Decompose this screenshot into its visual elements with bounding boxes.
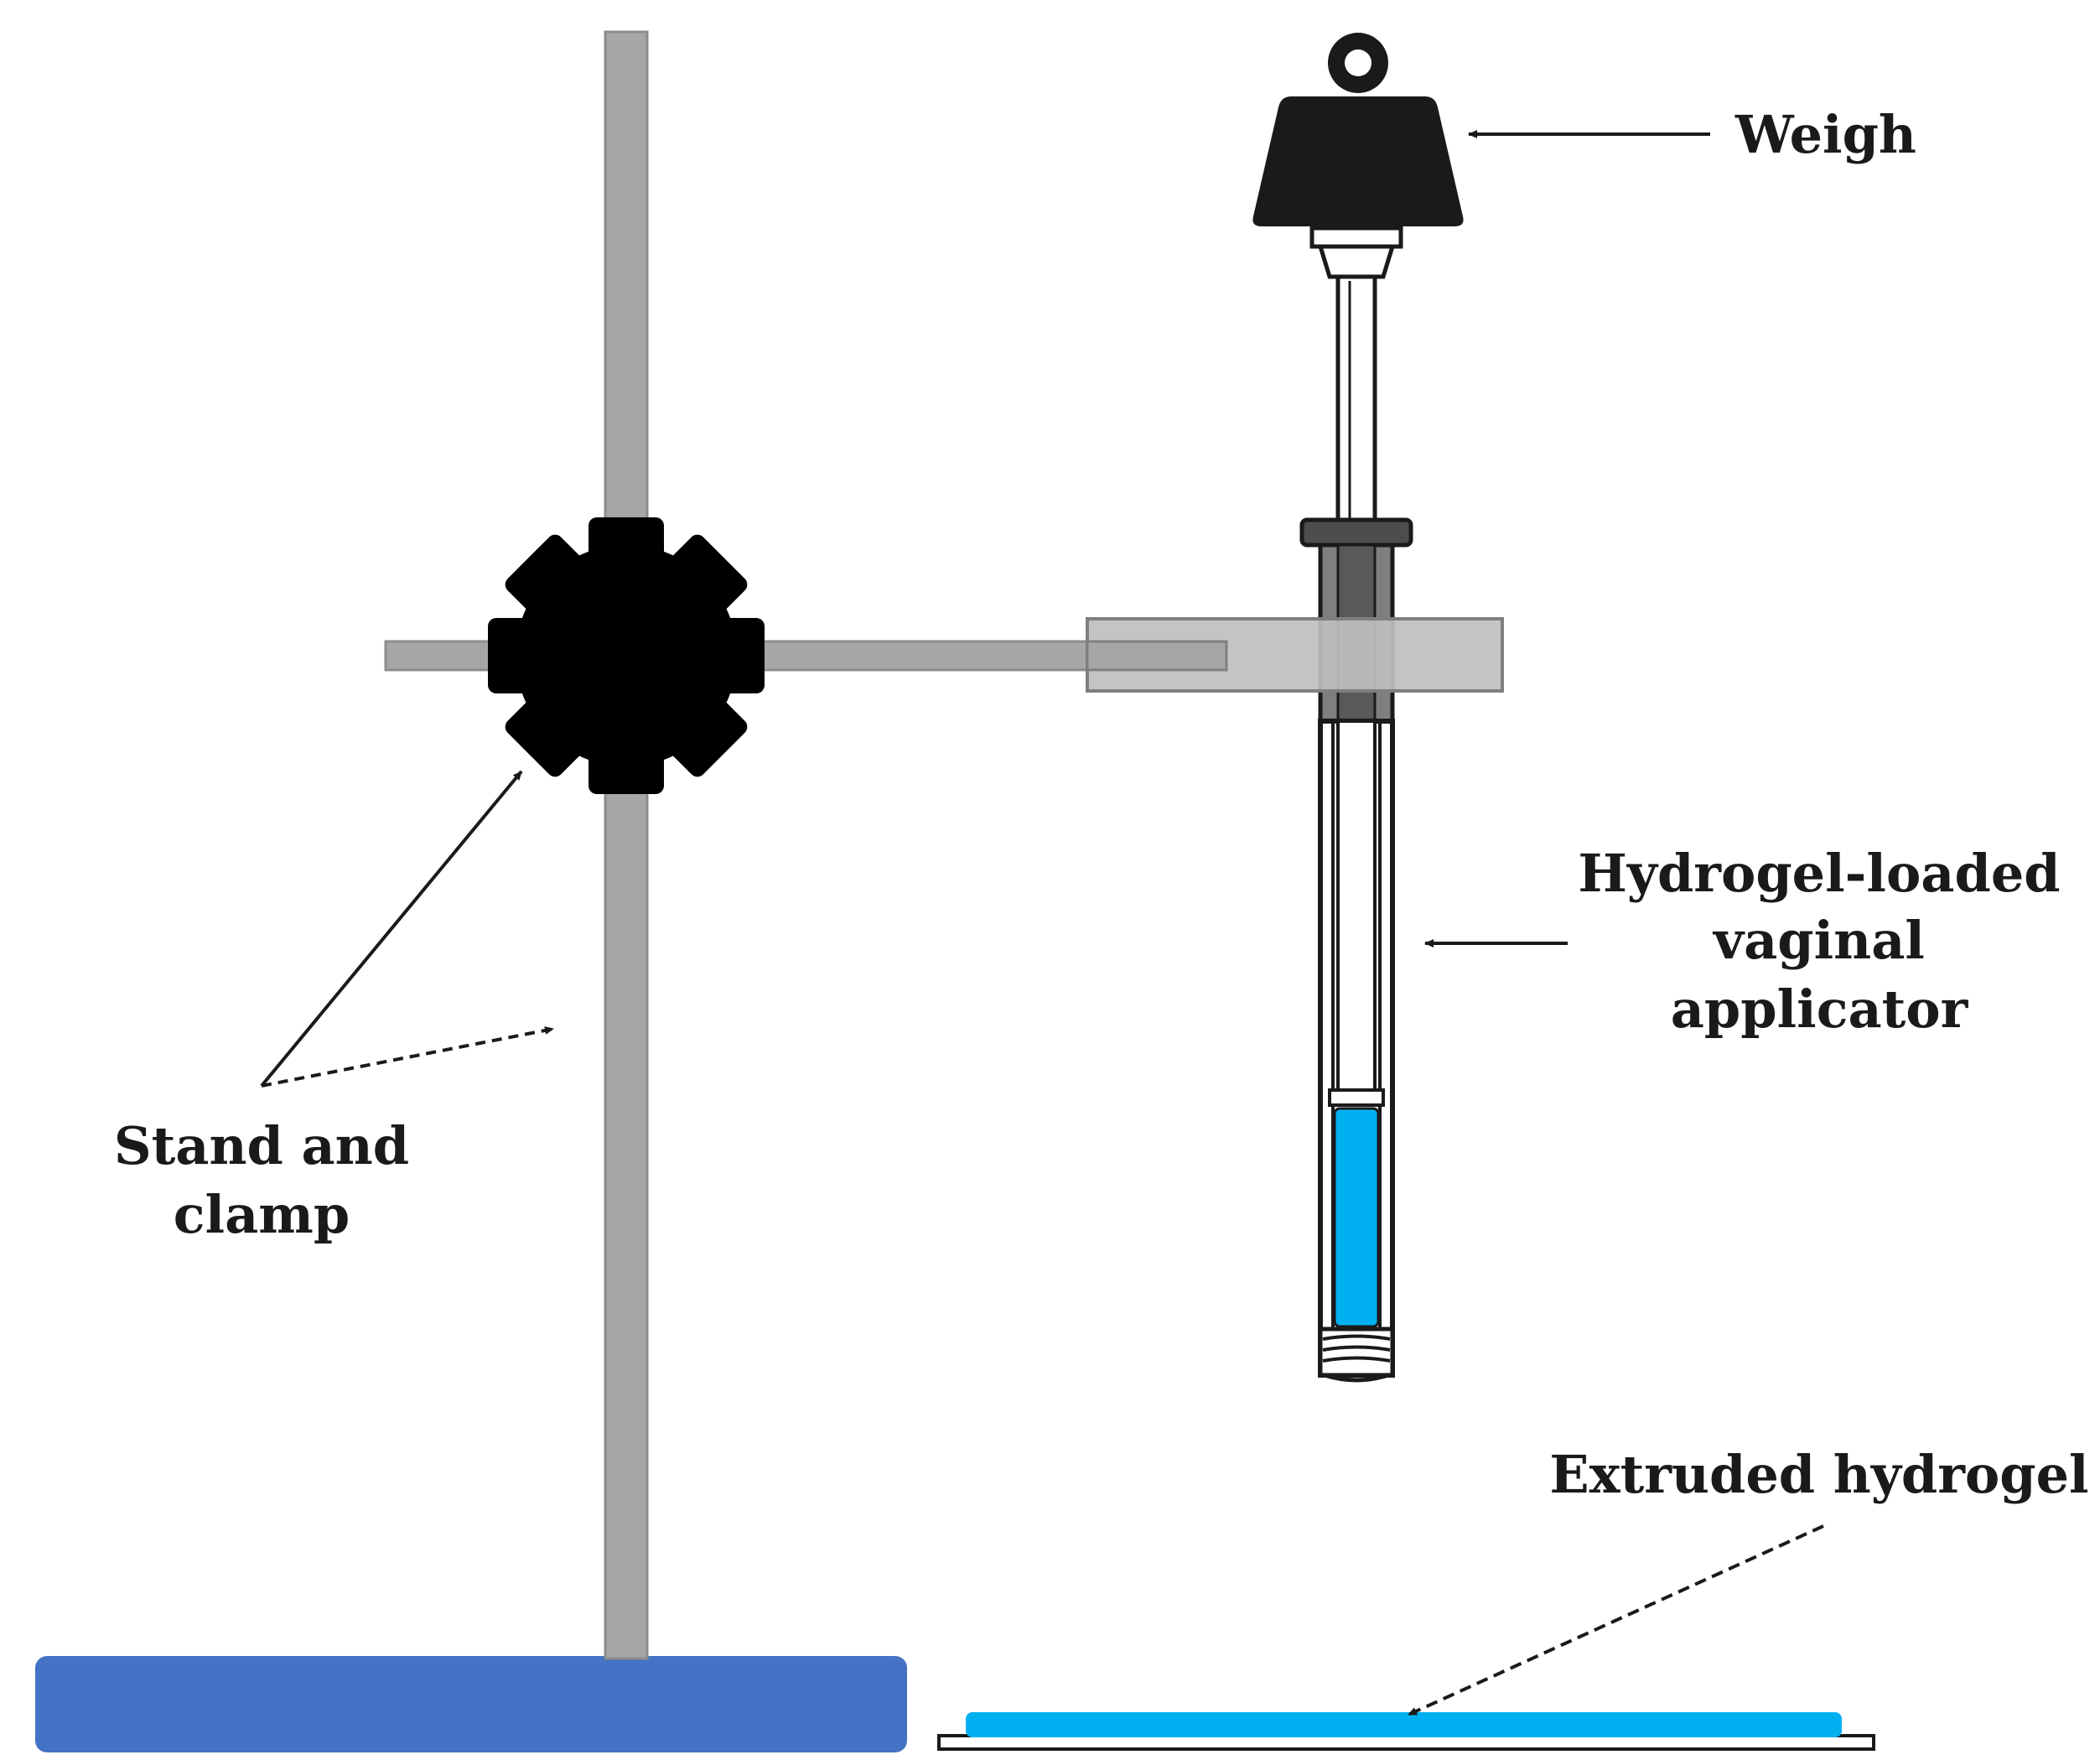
weight-icon <box>1252 33 1464 226</box>
stand-clamp-arrow-knob <box>260 770 523 1088</box>
gear-knob-icon <box>488 517 765 794</box>
stand-base <box>35 1656 907 1752</box>
plate <box>937 1734 1875 1751</box>
syringe-applicator-icon <box>1299 226 1413 1383</box>
stand-clamp-arrow-rod <box>261 1026 554 1088</box>
stand-rod <box>604 30 649 1660</box>
extruded-hydrogel-strip <box>966 1712 1842 1737</box>
extruded-arrow <box>1408 1524 1824 1716</box>
weigh-label: Weigh <box>1734 104 1916 165</box>
hydrogel-fill <box>1333 1107 1380 1328</box>
stand-label-line1: Stand and <box>114 1115 409 1176</box>
applicator-label-line2: vaginal <box>1712 910 1925 971</box>
applicator-label-line1: Hydrogel-loaded <box>1578 843 2060 904</box>
applicator-label-line3: applicator <box>1671 979 1969 1040</box>
stand-label-line2: clamp <box>174 1184 350 1245</box>
extruded-hydrogel-label: Extruded hydrogel <box>1549 1444 2088 1505</box>
